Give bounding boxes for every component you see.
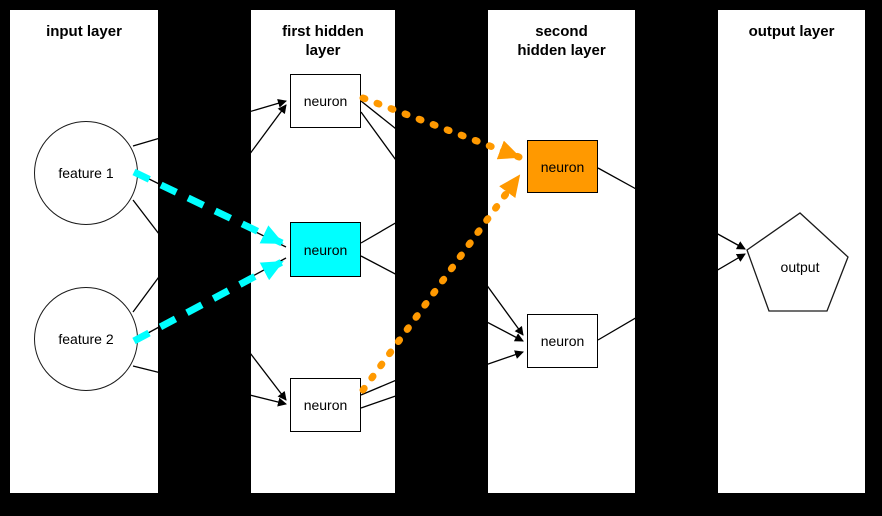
- title-input-layer: input layer: [46, 23, 122, 40]
- node-sh-bottom[interactable]: neuron: [527, 314, 598, 368]
- node-feature-2[interactable]: feature 2: [34, 287, 138, 391]
- node-feature-2-label: feature 2: [58, 331, 114, 347]
- node-sh-top-label: neuron: [540, 158, 585, 175]
- title-first-hidden-line-1: first hidden: [282, 23, 364, 40]
- panel-second-hidden-layer: [488, 10, 635, 493]
- panel-input-layer: [10, 10, 158, 493]
- title-second-hidden-layer: second hidden layer: [488, 22, 635, 60]
- node-feature-1[interactable]: feature 1: [34, 121, 138, 225]
- node-fh-bottom[interactable]: neuron: [290, 378, 361, 432]
- title-first-hidden-line-2: layer: [305, 42, 341, 59]
- node-fh-top-label: neuron: [303, 93, 348, 109]
- node-fh-mid-label: neuron: [303, 241, 348, 258]
- title-first-hidden-layer: first hidden layer: [251, 22, 395, 60]
- node-sh-bottom-label: neuron: [540, 333, 585, 349]
- node-fh-top[interactable]: neuron: [290, 74, 361, 128]
- node-fh-mid-highlighted[interactable]: neuron: [290, 222, 361, 277]
- title-second-hidden-line-2: hidden layer: [517, 42, 606, 59]
- node-fh-bottom-label: neuron: [303, 397, 348, 413]
- title-output-layer: output layer: [748, 23, 835, 40]
- node-feature-1-label: feature 1: [58, 165, 114, 181]
- node-output-label: output: [780, 259, 820, 275]
- node-sh-top-highlighted[interactable]: neuron: [527, 140, 598, 193]
- panel-output-layer: [718, 10, 865, 493]
- title-second-hidden-line-1: second: [535, 23, 588, 40]
